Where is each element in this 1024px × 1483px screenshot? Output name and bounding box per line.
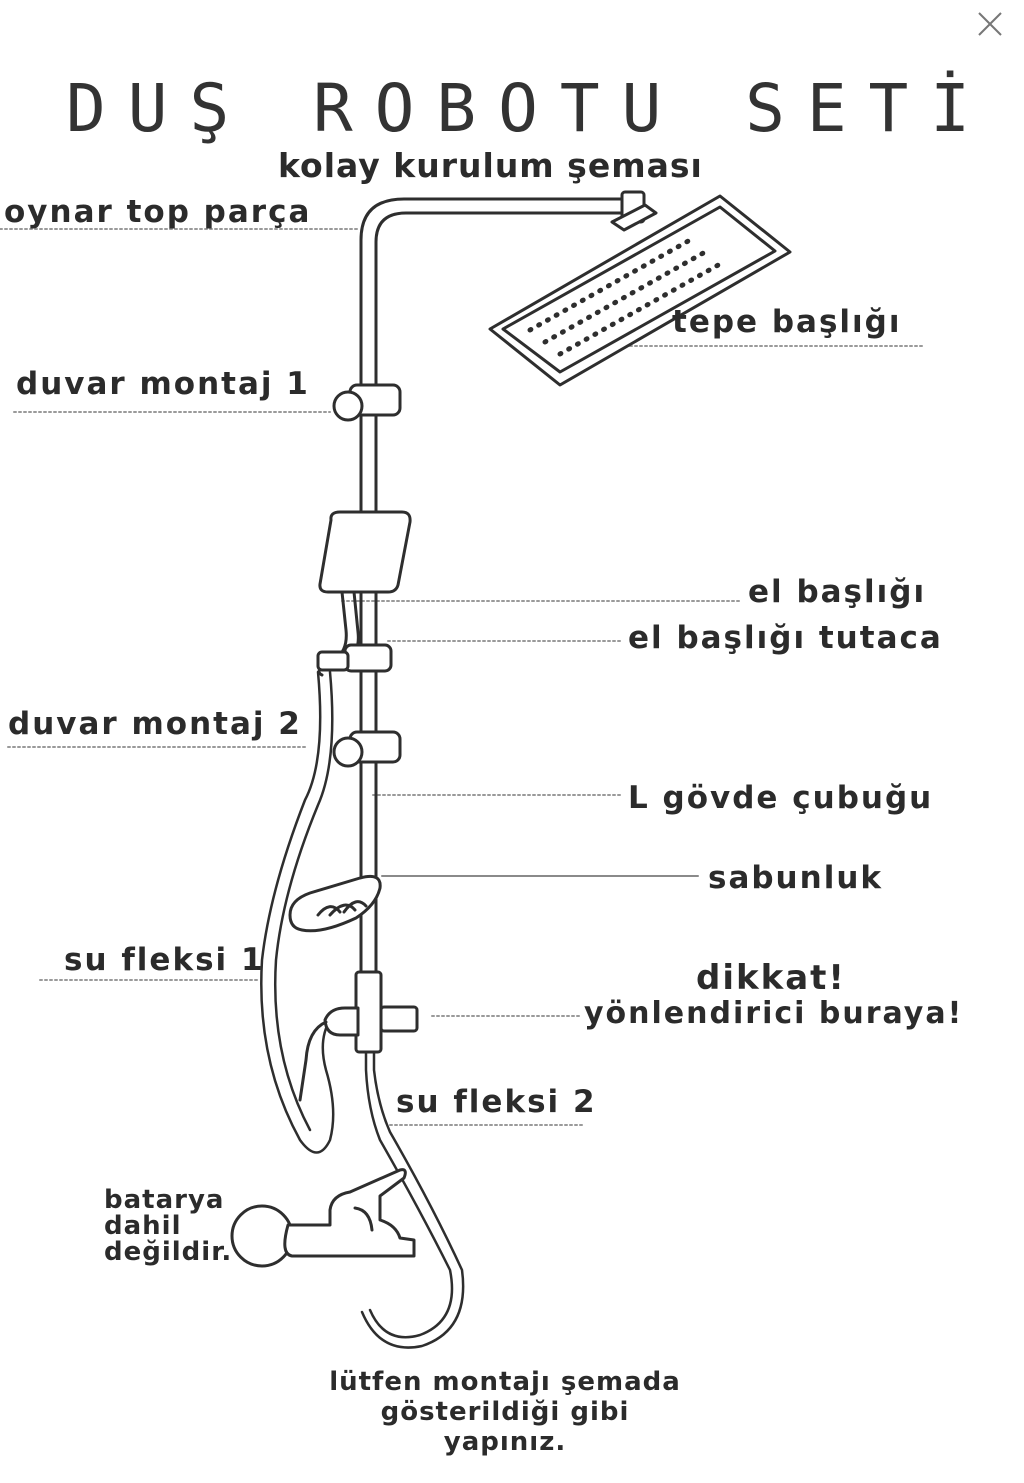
label-el-basligi-tutaca: el başlığı tutaca [628, 620, 943, 656]
soap-dish [288, 874, 382, 933]
diagram-subtitle: kolay kurulum şeması [278, 146, 703, 185]
hand-shower-holder [316, 643, 393, 673]
label-el-basligi: el başlığı [748, 574, 927, 610]
l-body-bar [359, 197, 628, 1042]
wall-mount-1 [332, 383, 402, 422]
top-shower-head [488, 194, 792, 387]
label-batarya-line-3: değildir. [104, 1237, 233, 1267]
mixer-tap [230, 1168, 416, 1268]
water-hose-1 [260, 670, 335, 1154]
label-dikkat: dikkat! [696, 958, 846, 998]
note-line-2: gösterildiği gibi [380, 1397, 630, 1427]
label-oynar-top-parca: oynar top parça [4, 194, 312, 230]
diagram-title: DUŞ ROBOTU SETİ [66, 70, 993, 147]
label-yonlendirici: yönlendirici buraya! [584, 996, 964, 1031]
label-su-fleksi-1: su fleksi 1 [64, 942, 265, 978]
label-sabunluk: sabunluk [708, 860, 884, 896]
wall-mount-2 [332, 730, 402, 768]
label-l-govde-cubugu: L gövde çubuğu [628, 780, 934, 816]
water-hose-2 [360, 1050, 465, 1349]
label-su-fleksi-2: su fleksi 2 [396, 1084, 597, 1120]
label-duvar-montaj-2: duvar montaj 2 [8, 706, 302, 742]
hand-shower-head [317, 510, 412, 677]
label-duvar-montaj-1: duvar montaj 1 [16, 366, 310, 402]
label-batarya-line-2: dahil [104, 1211, 182, 1241]
label-batarya-line-1: batarya [104, 1185, 225, 1215]
diverter [298, 970, 419, 1102]
label-tepe-basligi: tepe başlığı [672, 304, 902, 340]
close-icon[interactable] [974, 8, 1006, 40]
note-line-3: yapınız. [443, 1427, 567, 1457]
note-line-1: lütfen montajı şemada [329, 1367, 681, 1397]
